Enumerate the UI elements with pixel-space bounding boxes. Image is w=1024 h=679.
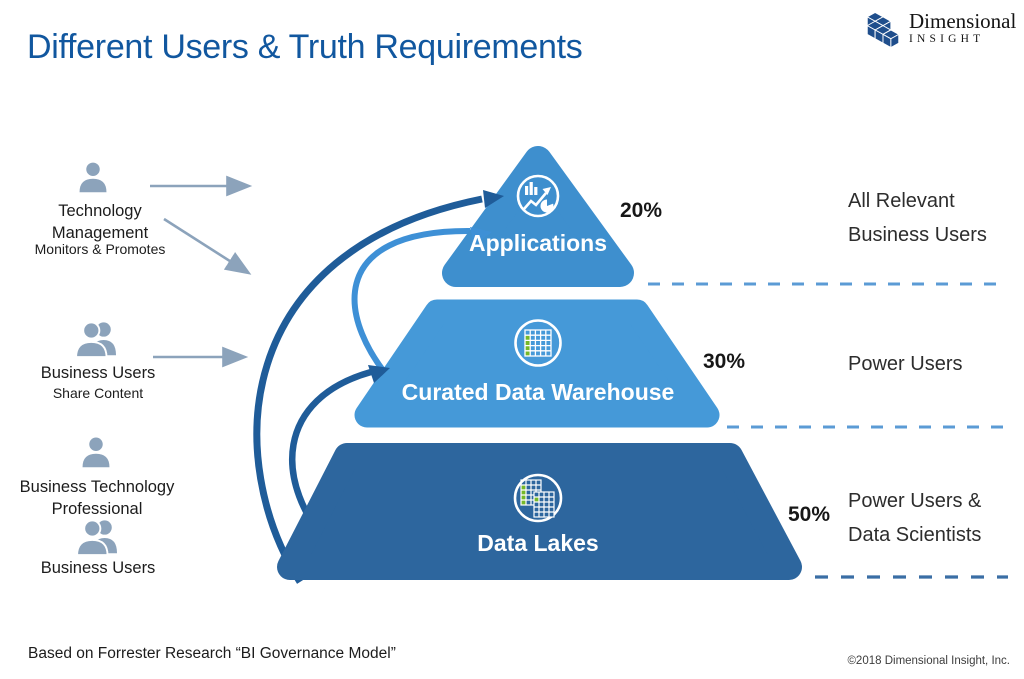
brand-name: Dimensional	[909, 9, 1017, 33]
brand-logo: Dimensional INSIGHT	[862, 6, 1016, 54]
single-user-icon	[79, 162, 107, 193]
persona-label-business-users-share: Business Users	[40, 364, 156, 382]
tier-label-datalakes: Data Lakes	[477, 530, 599, 556]
persona-label-technology-management: Technology Management	[51, 202, 149, 242]
arc-datalakes-to-applications	[253, 195, 483, 584]
percent-warehouse: 30%	[703, 350, 746, 373]
persona-label-business-technology-professional: Business Technology Professional	[19, 478, 175, 518]
data-grid-icon	[514, 319, 562, 367]
percent-applications: 20%	[620, 199, 663, 222]
cubes-logo-icon	[862, 6, 904, 54]
arrow-techmgmt-diagonal	[163, 217, 252, 275]
source-note: Based on Forrester Research “BI Governan…	[28, 645, 396, 662]
tier-warehouse-shape	[354, 299, 720, 428]
page-title: Different Users & Truth Requirements	[27, 28, 583, 66]
copyright-note: ©2018 Dimensional Insight, Inc.	[847, 655, 1010, 667]
audience-applications: All Relevant Business Users	[848, 190, 987, 246]
analytics-chart-icon	[516, 174, 560, 218]
arc-warehouse-to-applications	[351, 227, 471, 389]
persona-sublabel-share-content: Share Content	[52, 385, 144, 401]
multi-user-icon	[76, 519, 118, 557]
percent-datalakes: 50%	[788, 503, 831, 526]
tier-label-applications: Applications	[468, 230, 607, 256]
arrowhead-light	[470, 227, 492, 245]
multi-user-icon	[75, 321, 117, 359]
brand-logo-text: Dimensional INSIGHT	[909, 10, 1016, 46]
arrowhead-dark-top	[483, 190, 504, 208]
dual-data-grid-icon	[513, 473, 563, 523]
cube	[882, 29, 900, 48]
single-user-icon	[82, 437, 110, 468]
curved-arrowheads	[368, 190, 504, 383]
brand-subname: INSIGHT	[909, 33, 985, 45]
audience-warehouse: Power Users	[848, 353, 963, 375]
persona-arrows	[150, 175, 253, 368]
audience-datalakes: Power Users & Data Scientists	[848, 490, 982, 546]
level-divider-lines	[648, 282, 1008, 579]
persona-sublabel-monitors-promotes: Monitors & Promotes	[34, 241, 166, 257]
persona-label-business-users: Business Users	[40, 559, 156, 577]
arrowhead-dark-middle	[368, 365, 390, 383]
tier-label-warehouse: Curated Data Warehouse	[401, 379, 675, 405]
